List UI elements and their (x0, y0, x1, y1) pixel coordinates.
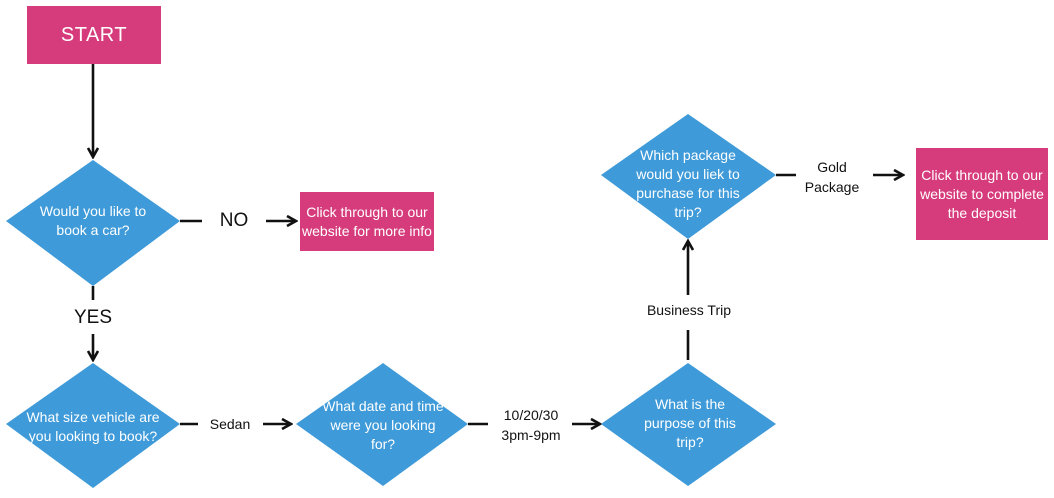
decision-book-car (6, 160, 180, 286)
deposit-box: Click through to our website to complete… (916, 148, 1048, 240)
more-info-box: Click through to our website for more in… (300, 192, 434, 251)
purpose-text: What is the purpose of this trip? (644, 395, 736, 450)
book-car-text: Would you like to book a car? (39, 203, 147, 238)
decision-purpose (601, 363, 776, 486)
deposit-label: Click through to our website to complete… (920, 166, 1044, 221)
edge-label-yes: YES (73, 307, 113, 328)
decision-date-time (296, 363, 468, 486)
edge-label-datetime: 10/20/30 3pm-9pm (501, 407, 561, 443)
more-info-label: Click through to our website for more in… (302, 203, 432, 239)
decision-package (601, 114, 776, 239)
edge-label-sedan: Sedan (209, 416, 251, 432)
edge-label-business-trip: Business Trip (646, 302, 732, 318)
date-time-text: What date and time were you looking for? (322, 397, 444, 452)
edge-label-no: NO (219, 210, 249, 231)
vehicle-size-text: What size vehicle are you looking to boo… (26, 409, 160, 444)
package-text: Which package would you liek to purchase… (636, 147, 740, 220)
decision-vehicle-size (6, 363, 180, 488)
start-box: START (27, 6, 161, 64)
start-label: START (60, 23, 128, 46)
edge-label-gold-package: Gold Package (804, 159, 860, 195)
